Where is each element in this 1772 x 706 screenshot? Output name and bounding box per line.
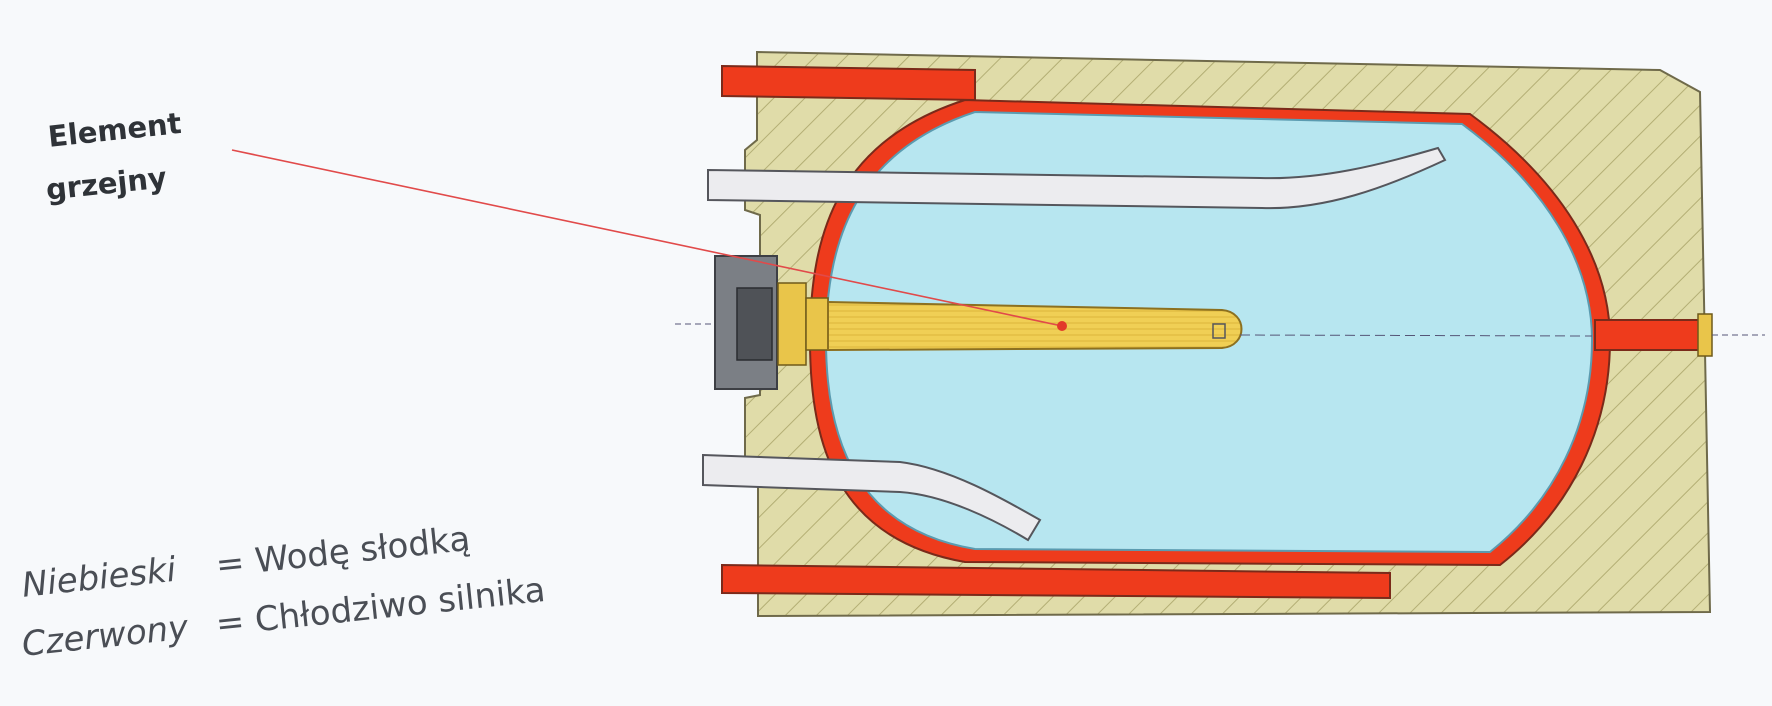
tank-centre-axis — [1239, 334, 1593, 337]
upper-pipe — [707, 146, 1447, 210]
bottom-coolant-channel — [721, 563, 1391, 600]
lower-pipe — [702, 453, 1042, 542]
heater-collar — [805, 297, 829, 351]
heating-element — [827, 300, 1243, 352]
heater-tip-sensor — [1212, 323, 1226, 339]
callout-leader-line — [231, 149, 1063, 327]
heater-nut — [736, 287, 773, 361]
heater-gasket — [777, 282, 807, 366]
top-coolant-channel — [721, 64, 976, 102]
right-outlet-nozzle — [1594, 319, 1708, 351]
right-outlet-fitting — [1697, 313, 1713, 357]
callout-leader-dot — [1057, 321, 1067, 331]
